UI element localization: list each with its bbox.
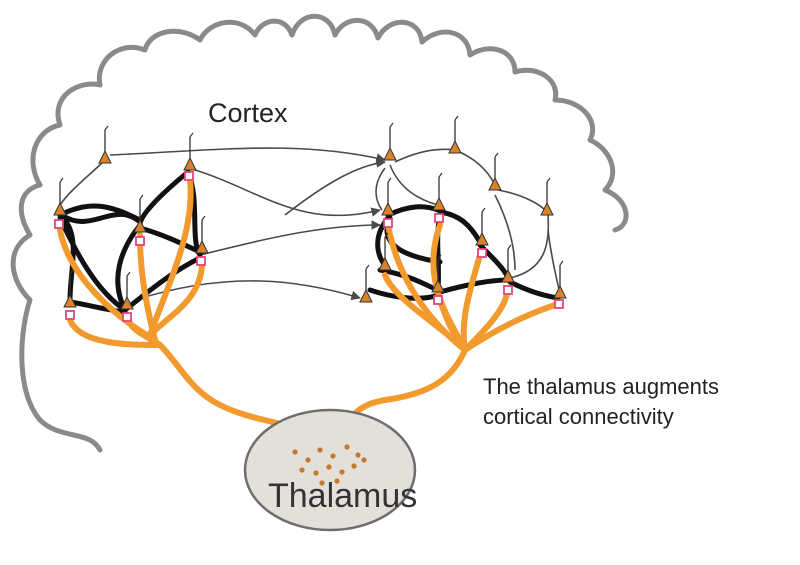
annotation-line-1: The thalamus augments — [483, 374, 720, 399]
nucleus-dot — [299, 467, 305, 473]
nucleus-dot — [351, 463, 357, 469]
projection-path — [460, 252, 483, 353]
projection-path — [462, 302, 558, 353]
long-range-path — [509, 214, 550, 279]
nucleus-dot — [317, 447, 323, 453]
long-range-path — [389, 164, 439, 206]
long-range-path — [375, 167, 386, 211]
nucleus-dot — [313, 470, 319, 476]
pyramidal-neuron-icon — [381, 177, 395, 216]
projection-path — [147, 262, 205, 338]
pyramidal-neuron-icon — [378, 232, 392, 271]
long-range-path — [194, 169, 381, 217]
annotation-line-2: cortical connectivity — [483, 404, 674, 429]
pyramidal-neuron-icon — [501, 244, 515, 283]
synaptic-terminal-icon — [383, 218, 393, 228]
long-range-path — [497, 189, 546, 211]
local-path — [67, 299, 128, 315]
synaptic-terminal-icon — [135, 236, 145, 246]
cortex-label: Cortex — [208, 98, 288, 128]
nucleus-dot — [319, 480, 325, 486]
pyramidal-neuron-icon — [553, 260, 567, 299]
local-path — [137, 169, 191, 228]
projection-path — [382, 272, 468, 353]
local-path — [59, 211, 143, 225]
cortex-outline-inner-fold — [37, 417, 103, 453]
cortex-outline — [10, 13, 629, 423]
annotation-text: The thalamus augments cortical connectiv… — [483, 372, 719, 432]
pyramidal-neuron-icon — [540, 177, 554, 216]
pyramidal-neuron-icon — [431, 254, 445, 293]
local-path — [137, 225, 203, 255]
long-range-path — [494, 194, 516, 271]
pyramidal-neuron-icon — [183, 132, 197, 171]
thalamus-label: Thalamus — [268, 477, 418, 515]
nucleus-dot — [292, 449, 298, 455]
pyramidal-neuron-icon — [448, 115, 462, 154]
pyramidal-neuron-icon — [383, 122, 397, 161]
pyramidal-neuron-icon — [195, 215, 209, 254]
nucleus-dot — [339, 469, 345, 475]
synaptic-terminals — [54, 171, 564, 322]
long-range-path — [59, 159, 106, 206]
local-path — [115, 222, 143, 313]
synaptic-terminal-icon — [434, 213, 444, 223]
long-range-path — [394, 148, 456, 163]
long-range-path — [109, 147, 386, 163]
synaptic-terminal-icon — [477, 248, 487, 258]
local-path — [57, 215, 128, 313]
synaptic-terminal-icon — [196, 256, 206, 266]
pyramidal-neuron-icon — [120, 271, 134, 310]
synaptic-terminal-icon — [65, 310, 75, 320]
nucleus-dot — [355, 452, 361, 458]
pyramidal-neuron-icon — [475, 207, 489, 246]
long-range-path — [454, 149, 496, 186]
thalamic-nuclei — [292, 444, 367, 486]
long-range-path — [284, 158, 386, 216]
local-path — [507, 279, 561, 301]
pyramidal-neuron-icon — [488, 152, 502, 191]
pyramidal-neuron-icon — [98, 125, 112, 164]
nucleus-dot — [305, 457, 311, 463]
synaptic-terminal-icon — [503, 285, 513, 295]
thalamus-body — [243, 408, 417, 532]
nucleus-dot — [334, 478, 340, 484]
long-range-path — [199, 220, 381, 256]
projection-path — [67, 317, 163, 348]
local-connections-left — [57, 169, 203, 315]
pyramidal-neuron-icon — [432, 172, 446, 211]
synaptic-terminal-icon — [122, 312, 132, 322]
nucleus-dot — [326, 464, 332, 470]
long-range-path — [547, 229, 561, 297]
nucleus-dot — [330, 453, 336, 459]
projection-path — [147, 177, 194, 338]
synaptic-terminal-icon — [433, 295, 443, 305]
pyramidal-neuron-icon — [63, 269, 77, 308]
synaptic-terminal-icon — [554, 299, 564, 309]
nucleus-dot — [344, 444, 350, 450]
long-range-connections — [59, 147, 561, 301]
local-path — [385, 204, 441, 218]
synaptic-terminal-icon — [184, 171, 194, 181]
pyramidal-neuron-icon — [133, 194, 147, 233]
local-path — [437, 209, 483, 245]
local-path — [122, 255, 203, 313]
synaptic-terminal-icon — [54, 219, 64, 229]
pyramidal-neuron-icon — [359, 264, 373, 303]
nucleus-dot — [361, 457, 367, 463]
pyramidal-neuron-icon — [53, 177, 67, 216]
projection-path — [462, 287, 511, 353]
projection-path — [57, 227, 158, 343]
neurons — [53, 115, 567, 310]
